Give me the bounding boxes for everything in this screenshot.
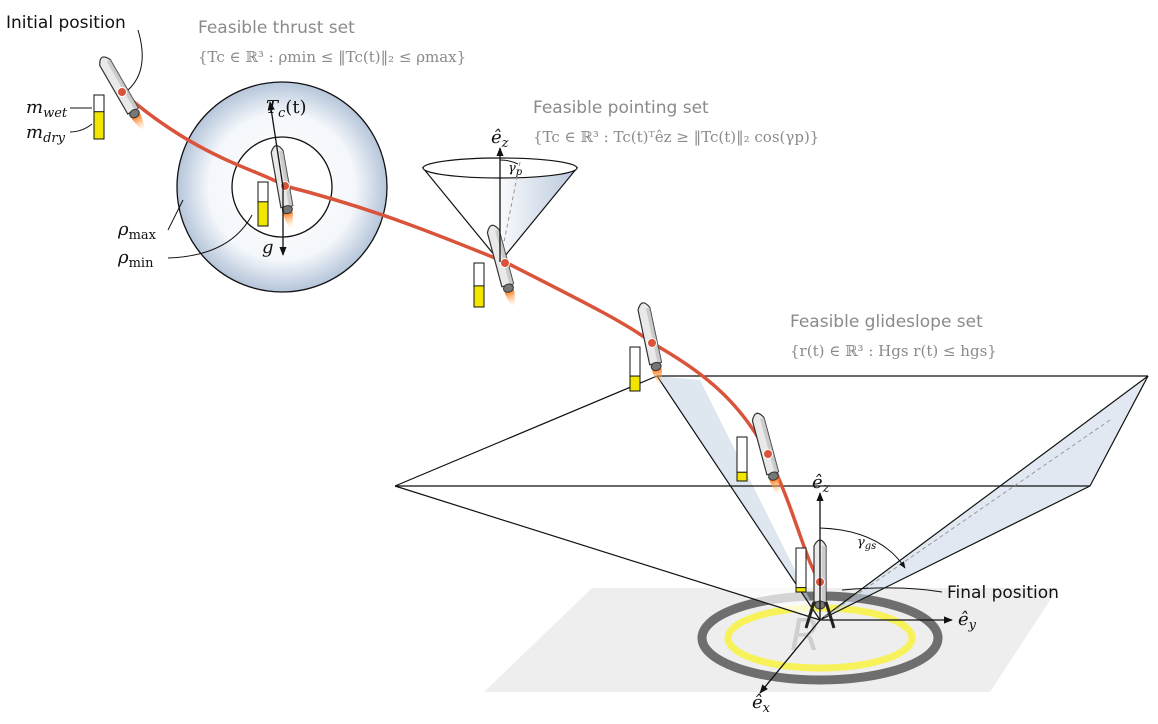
pointing-set-formula: {Tc ∈ ℝ³ : Tc(t)ᵀêz ≥ ‖Tc(t)‖₂ cos(γp)} — [533, 128, 819, 146]
gamma-p-label: γp — [508, 161, 523, 178]
glideslope-set-formula: {r(t) ∈ ℝ³ : Hgs r(t) ≤ hgs} — [790, 342, 997, 360]
ez-ground-label: êz — [812, 472, 830, 496]
gravity-label: g — [262, 237, 274, 258]
mwet-label: mwet — [26, 97, 68, 121]
initial-leader — [127, 29, 143, 91]
rocket-icon — [804, 539, 836, 629]
fuel-gauge-icon — [629, 346, 641, 392]
gamma-p-arc — [499, 159, 519, 165]
mdry-label: mdry — [26, 122, 66, 146]
final-leader — [841, 587, 943, 593]
initial-position-label: Initial position — [6, 13, 126, 33]
fuel-gauge-icon — [795, 547, 807, 593]
rho-min-label: ρmin — [117, 247, 154, 271]
rhomin-leader — [167, 214, 253, 259]
mdry-leader — [69, 123, 93, 133]
rhomax-leader — [167, 199, 184, 231]
pointing-set-title: Feasible pointing set — [533, 98, 709, 118]
ex-label: êx — [752, 692, 771, 716]
fuel-gauge-icon — [257, 181, 269, 227]
fuel-gauges — [93, 94, 807, 593]
ey-label: êy — [958, 609, 977, 633]
ez-pointing-label: êz — [491, 127, 509, 151]
thrust-set-title: Feasible thrust set — [198, 18, 355, 38]
thrust-vector — [267, 101, 284, 188]
gamma-gs-label: γgs — [857, 535, 876, 552]
gamma-gs-arc — [819, 527, 906, 569]
ex-axis — [759, 619, 821, 694]
fuel-gauge-icon — [473, 262, 485, 308]
glideslope-set-title: Feasible glideslope set — [790, 312, 983, 332]
thrust-set-formula: {Tc ∈ ℝ³ : ρmin ≤ ‖Tc(t)‖₂ ≤ ρmax} — [198, 48, 466, 66]
glideslope-pyramid — [394, 375, 1149, 621]
rho-max-label: ρmax — [117, 219, 157, 243]
fuel-gauge-icon — [736, 436, 748, 482]
thrust-vector-label: Tc(t) — [266, 97, 307, 121]
fuel-gauge-icon — [93, 94, 105, 140]
final-position-label: Final position — [947, 583, 1059, 603]
